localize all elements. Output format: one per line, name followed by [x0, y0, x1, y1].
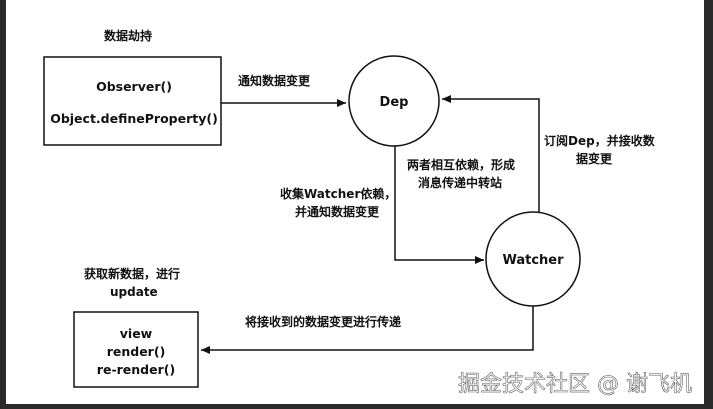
observer-box	[43, 56, 222, 146]
observer-text: Observer()	[96, 79, 172, 94]
view-text: view	[120, 326, 153, 341]
watcher-label: Watcher	[502, 253, 564, 268]
get-new-label-2: update	[110, 285, 158, 299]
watcher-to-view-arrow	[201, 306, 534, 354]
get-new-label-1: 获取新数据，进行	[83, 266, 180, 281]
mutual-label-1: 两者相互依赖，形成	[407, 157, 515, 172]
collect-label-2: 并通知数据变更	[295, 204, 380, 219]
watermark: 掘金技术社区 @ 谢飞机	[458, 372, 692, 397]
mutual-label-2: 消息传递中转站	[418, 175, 502, 190]
subscribe-label-1: 订阅Dep，并接收数	[544, 133, 656, 148]
watcher-to-dep-arrow	[442, 95, 540, 213]
diagram-canvas: 数据劫持 Observer() Object.defineProperty() …	[6, 0, 704, 404]
hijack-label: 数据劫持	[104, 28, 152, 43]
re-render-text: re-render()	[97, 362, 175, 377]
dep-to-watcher-arrow	[394, 146, 484, 264]
collect-label-1: 收集Watcher依赖，	[280, 186, 396, 201]
subscribe-label-2: 据变更	[576, 151, 613, 166]
render-text: render()	[107, 344, 166, 359]
diagram-svg: 数据劫持 Observer() Object.defineProperty() …	[43, 28, 692, 397]
dep-label: Dep	[380, 95, 409, 110]
view-box	[73, 311, 199, 388]
pass-change-label: 将接收到的数据变更进行传递	[245, 314, 401, 329]
define-property-text: Object.defineProperty()	[50, 111, 218, 126]
notify-change-label: 通知数据变更	[238, 73, 311, 88]
dep-node	[348, 55, 440, 147]
